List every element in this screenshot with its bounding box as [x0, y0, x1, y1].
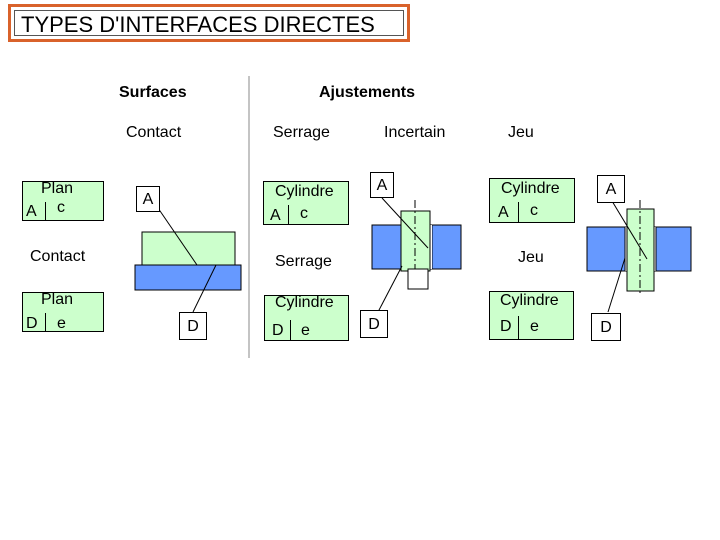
- subheader-jeu: Jeu: [508, 124, 534, 141]
- contact-leader-d: [192, 264, 217, 313]
- jeu-cylindre-d-card: Cylindre D e: [489, 291, 574, 340]
- serrage-a-letter: A: [270, 207, 281, 224]
- jeu-leader-a: [611, 200, 648, 260]
- plan-a-sub: c: [57, 199, 65, 216]
- jeu-cylindre-a-card: Cylindre A c: [489, 178, 575, 223]
- serrage-d-sub: e: [301, 322, 310, 339]
- serrage-cylindre-d-card: Cylindre D e: [264, 294, 349, 341]
- incertain-letter-d: D: [360, 310, 388, 338]
- incertain-bore-right: [431, 224, 462, 270]
- jeu-a-name: Cylindre: [501, 180, 560, 197]
- contact-lower-block: [134, 264, 242, 291]
- left-middle-label: Contact: [30, 248, 86, 265]
- incertain-leader-d: [377, 265, 403, 313]
- incertain-shaft-foot: [407, 268, 429, 290]
- contact-upper-block: [141, 231, 236, 267]
- jeu-d-letter: D: [500, 318, 512, 335]
- serrage-a-separator: [288, 205, 289, 225]
- jeu-middle-label: Jeu: [518, 249, 544, 266]
- plan-d-name: Plan: [41, 291, 74, 308]
- jeu-a-separator: [518, 202, 519, 223]
- jeu-d-sub: e: [530, 318, 539, 335]
- subheader-incertain: Incertain: [384, 124, 446, 141]
- plan-a-separator: [45, 202, 46, 221]
- serrage-cylindre-a-card: Cylindre A c: [263, 181, 349, 225]
- jeu-a-sub: c: [530, 202, 538, 219]
- header-surfaces: Surfaces: [119, 84, 187, 101]
- serrage-a-sub: c: [300, 205, 308, 222]
- contact-letter-d: D: [179, 312, 207, 340]
- plan-d-sub: e: [57, 315, 66, 332]
- jeu-a-letter: A: [498, 204, 509, 221]
- jeu-letter-a: A: [597, 175, 625, 203]
- page-title: TYPES D'INTERFACES DIRECTES: [14, 10, 404, 37]
- serrage-d-letter: D: [272, 322, 284, 339]
- serrage-d-name: Cylindre: [275, 294, 334, 311]
- plan-a-name: Plan: [41, 180, 74, 197]
- serrage-middle-label: Serrage: [275, 253, 332, 270]
- contact-letter-a: A: [136, 186, 160, 212]
- plan-d-card: Plan D e: [22, 291, 104, 332]
- jeu-d-separator: [518, 316, 519, 340]
- subheader-contact: Contact: [126, 124, 182, 141]
- plan-a-card: Plan A c: [22, 180, 104, 221]
- contact-leader-a: [157, 207, 198, 266]
- jeu-leader-d: [607, 257, 626, 313]
- plan-d-separator: [45, 313, 46, 332]
- serrage-d-separator: [290, 320, 291, 341]
- jeu-d-name: Cylindre: [500, 292, 559, 309]
- subheader-serrage: Serrage: [273, 124, 330, 141]
- serrage-a-name: Cylindre: [275, 183, 334, 200]
- header-ajustements: Ajustements: [319, 84, 416, 101]
- incertain-leader-a: [381, 197, 429, 249]
- jeu-letter-d: D: [591, 313, 621, 341]
- plan-a-letter: A: [26, 203, 37, 220]
- title-box: TYPES D'INTERFACES DIRECTES: [8, 4, 410, 42]
- incertain-letter-a: A: [370, 172, 394, 198]
- plan-d-letter: D: [26, 315, 38, 332]
